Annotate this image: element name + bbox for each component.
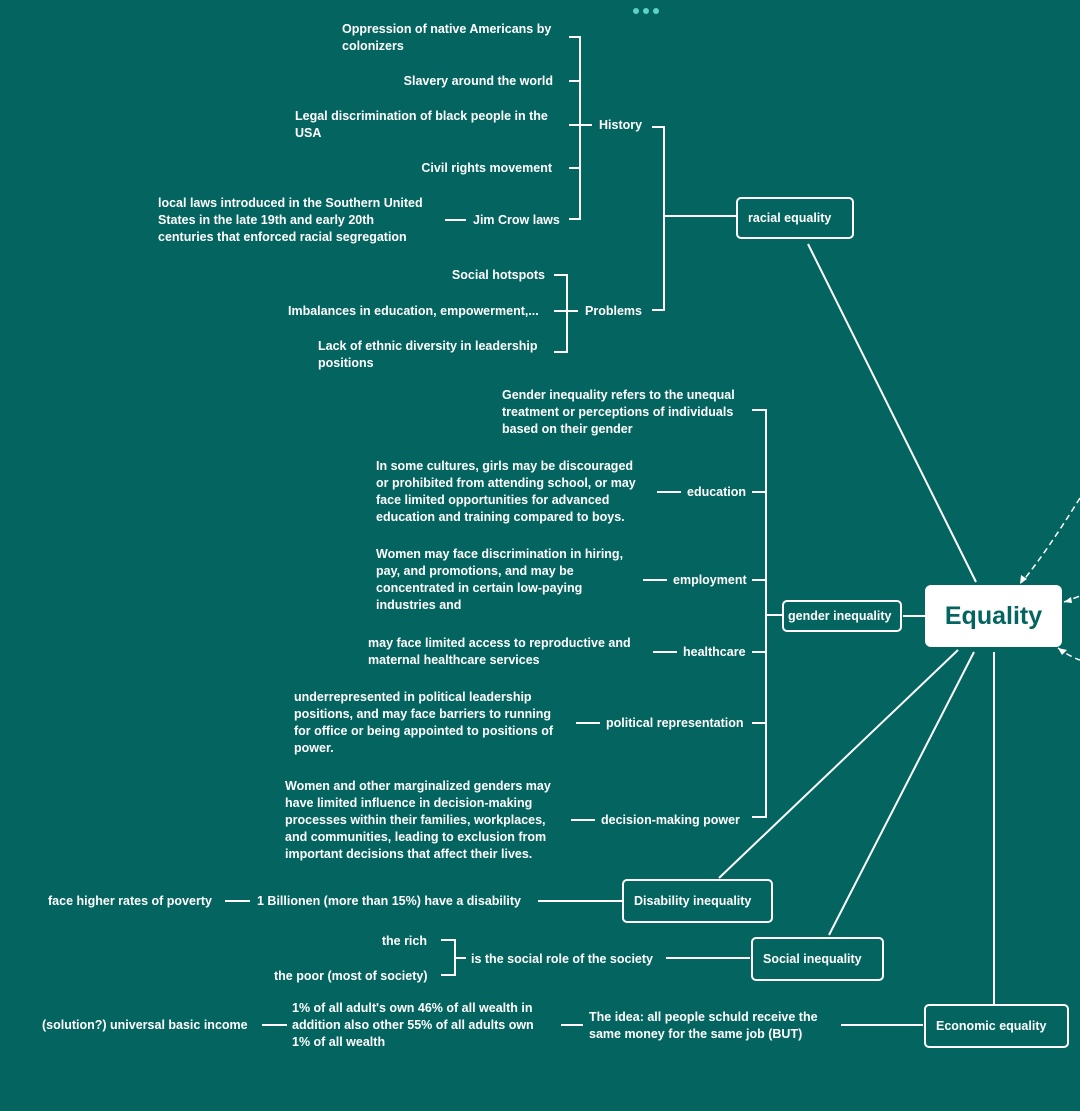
economic-equality-node[interactable]: Economic equality — [924, 1004, 1069, 1048]
economic-solution: (solution?) universal basic income — [42, 1018, 248, 1032]
history-item-4: Civil rights movement — [421, 161, 552, 175]
history-item-2: Slavery around the world — [403, 74, 553, 88]
equality-node[interactable]: Equality — [925, 585, 1062, 647]
social-item-poor: the poor (most of society) — [274, 969, 428, 983]
disability-inequality-node[interactable]: Disability inequality — [622, 879, 773, 923]
equality-label: Equality — [944, 601, 1043, 630]
history-item-5: Jim Crow laws — [473, 213, 560, 227]
healthcare-text: may face limited access to reproductive … — [368, 636, 631, 667]
problems-item-2: Imbalances in education, empowerment,... — [288, 304, 539, 318]
decision-making-text: Women and other marginalized genders may… — [285, 779, 551, 861]
gender-bracket — [752, 409, 767, 818]
decision-making-label: decision-making power — [601, 813, 740, 827]
more-options-icon[interactable] — [633, 8, 659, 14]
disability-fact: 1 Billionen (more than 15%) have a disab… — [257, 894, 521, 908]
gender-definition: Gender inequality refers to the unequal … — [502, 388, 735, 436]
political-representation-label: political representation — [606, 716, 744, 730]
social-item-rich: the rich — [381, 934, 427, 948]
political-representation-text: underrepresented in political leadership… — [294, 690, 554, 755]
employment-text: Women may face discrimination in hiring,… — [376, 547, 624, 612]
disability-effect: face higher rates of poverty — [48, 894, 212, 908]
employment-label: employment — [673, 573, 747, 587]
problems-item-3: Lack of ethnic diversity in leadership p… — [318, 339, 538, 370]
gender-inequality-node[interactable]: gender inequality — [782, 600, 902, 632]
history-bracket — [569, 36, 581, 220]
education-text: In some cultures, girls may be discourag… — [376, 459, 636, 524]
problems-label: Problems — [585, 304, 642, 318]
healthcare-label: healthcare — [683, 645, 746, 659]
history-item-1: Oppression of native Americans by coloni… — [342, 22, 552, 53]
problems-bracket — [554, 274, 568, 353]
history-label: History — [599, 118, 643, 132]
racial-bracket — [652, 126, 665, 311]
history-item-3: Legal discrimination of black people in … — [295, 109, 548, 140]
education-label: education — [687, 485, 747, 499]
economic-idea: The idea: all people schuld receive the … — [589, 1010, 818, 1041]
problems-item-1: Social hotspots — [451, 268, 545, 282]
economic-wealth: 1% of all adult's own 46% of all wealth … — [292, 1001, 534, 1049]
social-fact: is the social role of the society — [471, 952, 654, 966]
social-inequality-node[interactable]: Social inequality — [751, 937, 884, 981]
jim-crow-note: local laws introduced in the Southern Un… — [158, 196, 423, 244]
racial-equality-node[interactable]: racial equality — [736, 197, 854, 239]
